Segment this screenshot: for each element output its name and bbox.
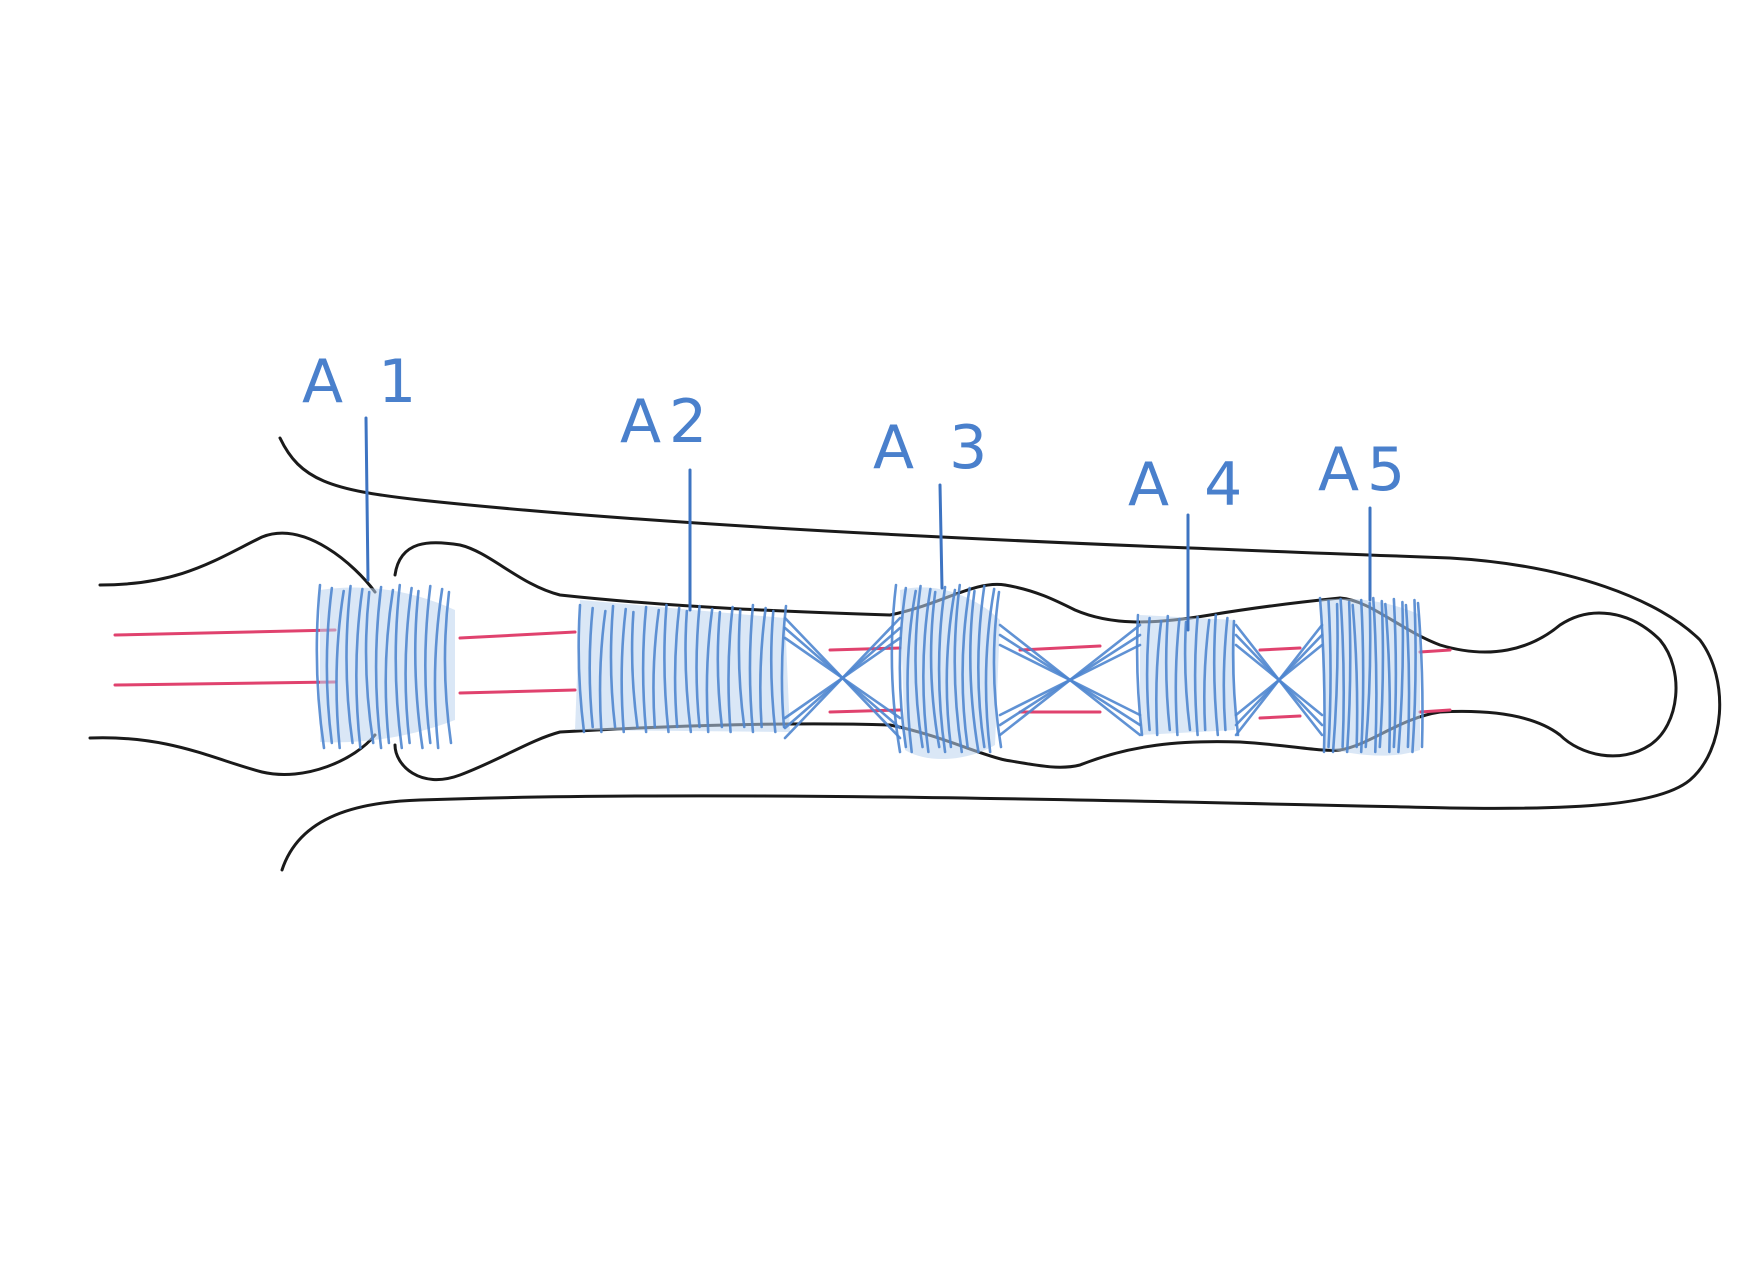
cruciate-fiber [1234,643,1324,717]
pulley-a2-fiber [684,609,693,734]
pulley-a2-fiber [652,608,661,729]
pulley-a2-fiber [609,604,617,729]
label-a2: A2 [620,387,715,457]
pulley-a4-fiber [1145,616,1151,732]
pulley-a1-fiber [364,590,375,745]
pulley-a2-fiber [620,607,628,734]
pulley-a1-fiber [424,584,432,745]
pulley-a5-fiber [1351,603,1359,749]
pulley-a5-fiber [1371,596,1378,754]
pulley-a3-fiber [914,584,924,749]
pulley-a1-fiber [325,586,334,745]
pulley-a2-fiber [737,608,746,729]
pulley-a3-fiber [945,588,957,749]
cruciate-fiber [998,643,1142,717]
pulley-a1-fiber [413,589,424,750]
pulley-a4-fiber [1183,620,1192,732]
pulley-a3-fiber [984,587,996,754]
pulley-labels: A 1 A2 A 3 A 4 A5 [302,347,1413,520]
pulley-a2-fiber [663,603,670,734]
pulley-a4-fiber [1155,619,1163,737]
pulley-a2-fiber [630,610,639,729]
label-a1: A 1 [302,347,424,417]
pulley-a5-fiber [1411,598,1417,754]
pulley-a5-fiber [1345,600,1352,754]
cruciate-pulleys [783,616,1324,740]
pulley-a5-fiber [1359,598,1365,754]
pulley-a3-fiber [890,583,902,754]
pulley-a3-fiber [953,583,964,754]
pulley-a2-fiber [759,606,767,729]
pulley-a1-fiber [404,586,413,745]
pulley-a4-fiber [1222,616,1229,732]
pulley-a3-fiber [969,589,980,754]
leader-a1 [364,416,370,582]
pulley-a2-fiber [769,609,777,734]
metacarpal-bone [88,531,377,776]
pulley-a1-fiber [355,587,364,750]
pulley-a4-fiber [1164,614,1172,732]
pulley-a5-fiber [1339,597,1346,749]
pulley-a1-fiber [335,589,345,750]
pulley-a3-fiber [929,590,941,749]
pulley-a3-fiber [961,586,971,749]
pulley-a5-fiber [1331,602,1339,754]
pulley-a1-fiber [345,584,354,745]
pulley-a2-fiber [673,606,681,729]
pulley-a5-fiber [1327,599,1332,749]
pulley-a4-fiber [1193,615,1199,737]
pulley-a3-fiber [937,585,947,754]
pulley-a5-fiber [1318,596,1326,754]
pulley-a5-fiber [1416,601,1424,749]
pulley-a3-fiber [992,590,1003,749]
pulley-a2-fiber [588,606,594,729]
pulley-a5-fiber [1397,600,1405,754]
label-a5: A5 [1318,435,1413,505]
pulley-a4-fiber [1231,619,1240,737]
pulley-a2 [575,600,790,734]
pulley-a5-fiber [1392,597,1398,749]
tendon-fds [113,680,1452,720]
pulley-a4-fiber [1212,613,1220,737]
pulley-a3-fiber [977,584,986,749]
distal-phalanx [1338,596,1678,758]
pulley-a5-fiber [1384,602,1392,754]
leader-a3 [938,483,944,590]
pulley-a3-fiber [922,587,932,754]
pulley-a2-fiber [716,610,724,729]
tendon-fdp [113,628,1452,654]
pulley-a2-fiber [598,609,607,734]
pulley-a1-fiber [443,590,453,745]
pulley-a1-fiber [433,587,444,750]
label-a3: A 3 [873,413,995,483]
pulley-a4-fiber [1203,618,1211,732]
flexor-tendons [113,628,1452,720]
pulley-a2-fiber [577,603,586,734]
pulley-a4-fiber [1174,617,1181,737]
pulley-a5-fiber [1364,601,1372,749]
pulley-a5-fiber [1378,599,1385,749]
pulley-a1-fiber [374,585,383,750]
pulley-a2-fiber [748,603,755,734]
pulley-a3-fiber [906,589,917,754]
pulley-a1-fiber [315,583,326,750]
pulley-a2-fiber [780,604,788,729]
label-a4: A 4 [1128,450,1250,520]
pulley-a5-fiber [1404,603,1411,749]
pulley-a2-fiber [695,604,701,729]
pulley-a2-fiber [727,605,734,734]
pulley-a5 [1318,596,1424,756]
cruciate-fiber [783,636,902,720]
pulley-a1-fiber [384,588,395,745]
pulley-a1 [315,583,455,750]
pulley-a4 [1135,613,1240,737]
pulley-a2-fiber [705,607,714,734]
label-leaders [364,416,1372,632]
pulley-a2-fiber [641,605,648,734]
pulley-a3-fiber [898,586,908,749]
pulley-a1-fiber [394,583,404,750]
pulley-a3 [890,583,1003,760]
finger-outline [278,436,1722,872]
